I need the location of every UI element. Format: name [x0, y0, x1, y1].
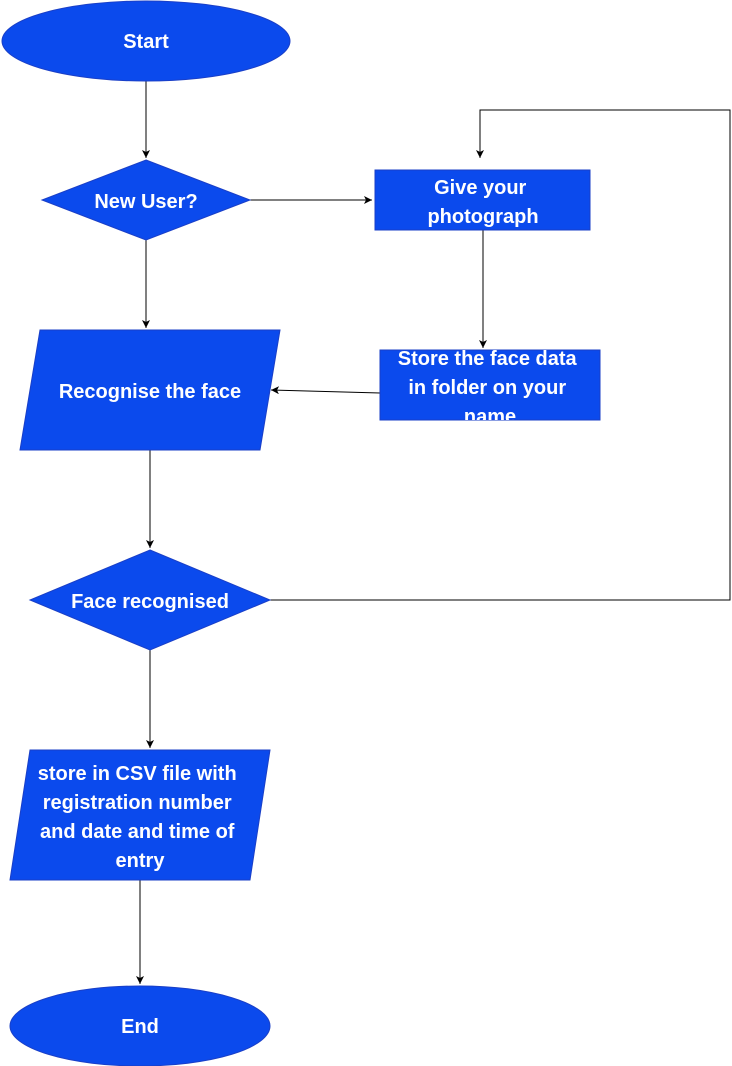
give-photo-label: Give your photograph: [427, 177, 538, 228]
store-csv-line-1: store in CSV file with: [38, 763, 237, 785]
store-face-line-1: Store the face data: [398, 348, 578, 370]
store-face-label: Store the face data in folder on your na…: [398, 348, 583, 428]
give-photo-rect: [374, 169, 591, 231]
store-csv-line-3: and date and time of: [40, 821, 235, 843]
end-ellipse: [9, 985, 271, 1066]
edge-face-recognised-loop-to-give-photo: [270, 109, 731, 601]
recognise-parallelogram: [19, 329, 281, 451]
edges: [136, 81, 731, 984]
face-recognised-decision: Face recognised: [28, 549, 272, 651]
store-face-line-3: name: [464, 406, 516, 428]
store-face-process: Store the face data in folder on your na…: [379, 348, 601, 428]
end-label: End: [121, 1016, 159, 1038]
face-recognised-diamond: [28, 549, 272, 651]
new-user-label: New User?: [94, 191, 197, 213]
store-csv-line-2: registration number: [43, 792, 232, 814]
nodes: Start New User? Give your photograph Sto…: [1, 0, 601, 1066]
store-csv-parallelogram: [9, 749, 271, 881]
new-user-diamond: [40, 159, 252, 241]
recognise-io: Recognise the face: [19, 329, 281, 451]
start-node: Start: [1, 0, 291, 82]
edge-store-face-to-recognise: [270, 386, 381, 395]
give-photo-line-2: photograph: [427, 206, 538, 228]
store-csv-label: store in CSV file with registration numb…: [38, 763, 242, 872]
end-node: End: [9, 985, 271, 1066]
recognise-label: Recognise the face: [59, 381, 241, 403]
face-recognised-label: Face recognised: [71, 591, 229, 613]
store-face-line-2: in folder on your: [408, 377, 566, 399]
store-csv-io: store in CSV file with registration numb…: [9, 749, 271, 881]
new-user-decision: New User?: [40, 159, 252, 241]
store-face-rect: [379, 349, 601, 421]
start-label: Start: [123, 31, 169, 53]
store-csv-line-4: entry: [116, 850, 166, 872]
give-photo-process: Give your photograph: [374, 169, 591, 231]
give-photo-line-1: Give your: [434, 177, 526, 199]
start-ellipse: [1, 0, 291, 82]
